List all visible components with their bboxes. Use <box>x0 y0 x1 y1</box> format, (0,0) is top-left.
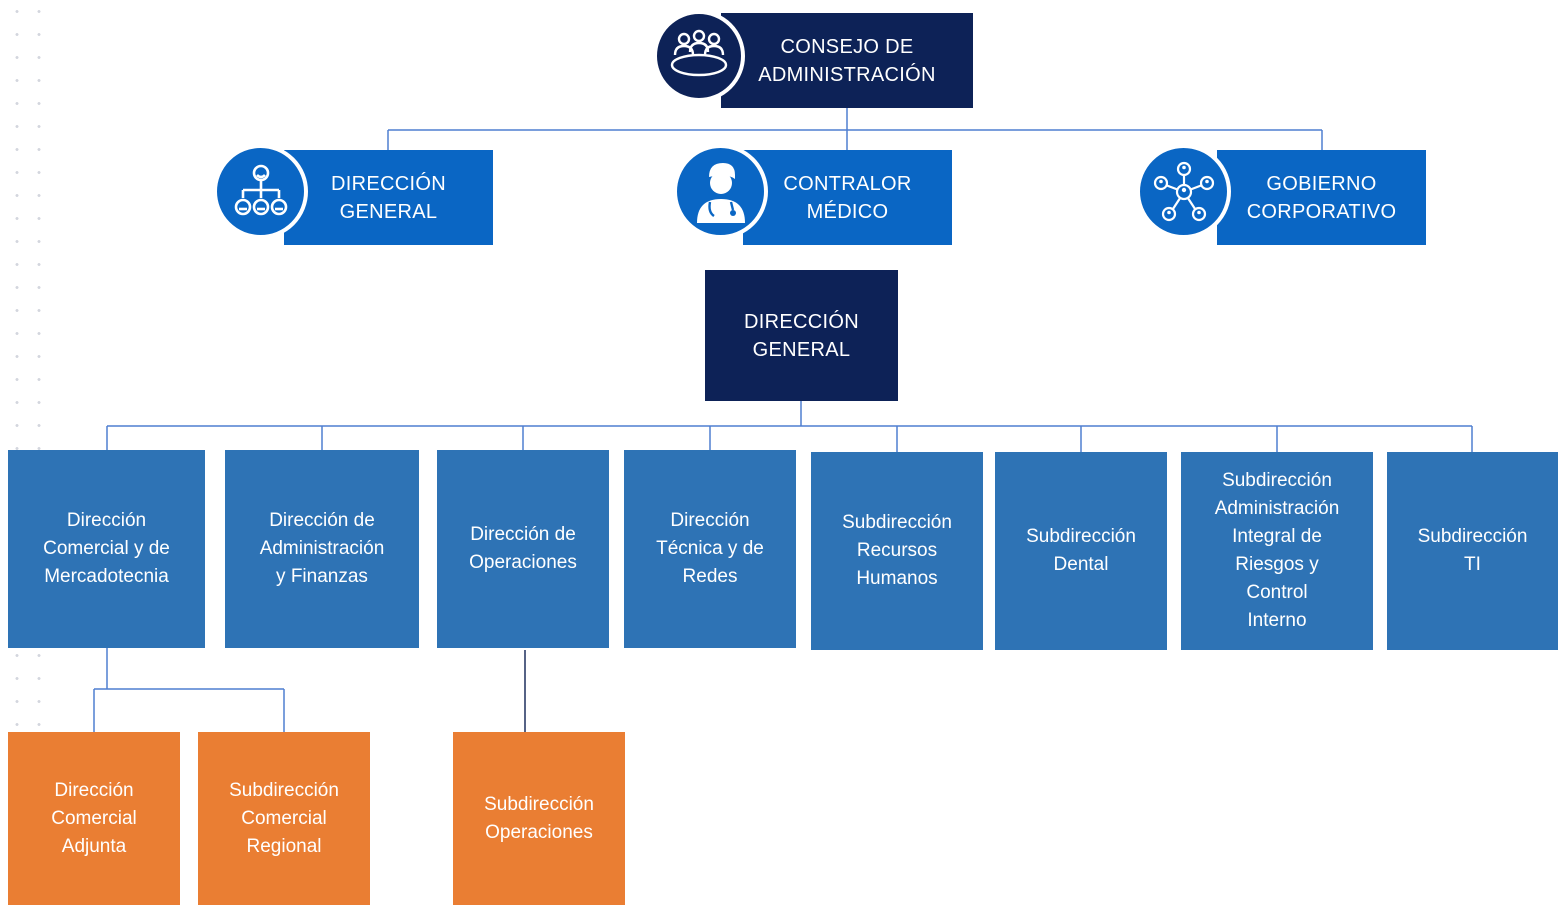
unit-box-operaciones[interactable]: Dirección de Operaciones <box>437 450 609 648</box>
subunit-box-operaciones[interactable]: Subdirección Operaciones <box>453 732 625 905</box>
advisor-box-direccion-general[interactable]: DIRECCIÓN GENERAL <box>284 150 493 245</box>
general-direction-box[interactable]: DIRECCIÓN GENERAL <box>705 270 898 401</box>
unit-label: Subdirección Recursos Humanos <box>842 512 952 589</box>
board-label: CONSEJO DE ADMINISTRACIÓN <box>758 35 936 86</box>
unit-box-administracion-finanzas[interactable]: Dirección de Administración y Finanzas <box>225 450 419 648</box>
board-box[interactable]: CONSEJO DE ADMINISTRACIÓN <box>721 13 973 108</box>
unit-box-tecnica-redes[interactable]: Dirección Técnica y de Redes <box>624 450 796 648</box>
advisor-label: GOBIERNO CORPORATIVO <box>1246 172 1397 223</box>
doctor-icon <box>673 144 768 239</box>
advisor-box-gobierno-corporativo[interactable]: GOBIERNO CORPORATIVO <box>1217 150 1426 245</box>
advisor-label: CONTRALOR MÉDICO <box>783 172 912 223</box>
subunit-box-comercial-regional[interactable]: Subdirección Comercial Regional <box>198 732 370 905</box>
unit-box-recursos-humanos[interactable]: Subdirección Recursos Humanos <box>811 452 983 650</box>
advisor-label: DIRECCIÓN GENERAL <box>331 172 446 223</box>
unit-label: Dirección Comercial y de Mercadotecnia <box>43 510 170 587</box>
org-hierarchy-icon <box>213 144 308 239</box>
unit-label: Subdirección TI <box>1417 526 1528 575</box>
unit-label: Subdirección Dental <box>1026 526 1136 575</box>
unit-label: Dirección Técnica y de Redes <box>656 510 764 587</box>
unit-label: Subdirección Administración Integral de … <box>1214 470 1340 631</box>
unit-box-ti[interactable]: Subdirección TI <box>1387 452 1558 650</box>
subunit-box-comercial-adjunta[interactable]: Dirección Comercial Adjunta <box>8 732 180 905</box>
unit-box-comercial-mercadotecnia[interactable]: Dirección Comercial y de Mercadotecnia <box>8 450 205 648</box>
meeting-table-icon <box>653 10 745 102</box>
subunit-label: Subdirección Operaciones <box>484 793 594 843</box>
network-people-icon <box>1136 144 1231 239</box>
unit-label: Dirección de Operaciones <box>469 524 577 573</box>
general-direction-label: DIRECCIÓN GENERAL <box>744 310 859 361</box>
subunit-label: Dirección Comercial Adjunta <box>51 779 137 857</box>
unit-box-riesgos-control[interactable]: Subdirección Administración Integral de … <box>1181 452 1373 650</box>
unit-label: Dirección de Administración y Finanzas <box>259 510 385 587</box>
subunit-label: Subdirección Comercial Regional <box>229 779 339 857</box>
unit-box-dental[interactable]: Subdirección Dental <box>995 452 1167 650</box>
advisor-box-contralor-medico[interactable]: CONTRALOR MÉDICO <box>743 150 952 245</box>
